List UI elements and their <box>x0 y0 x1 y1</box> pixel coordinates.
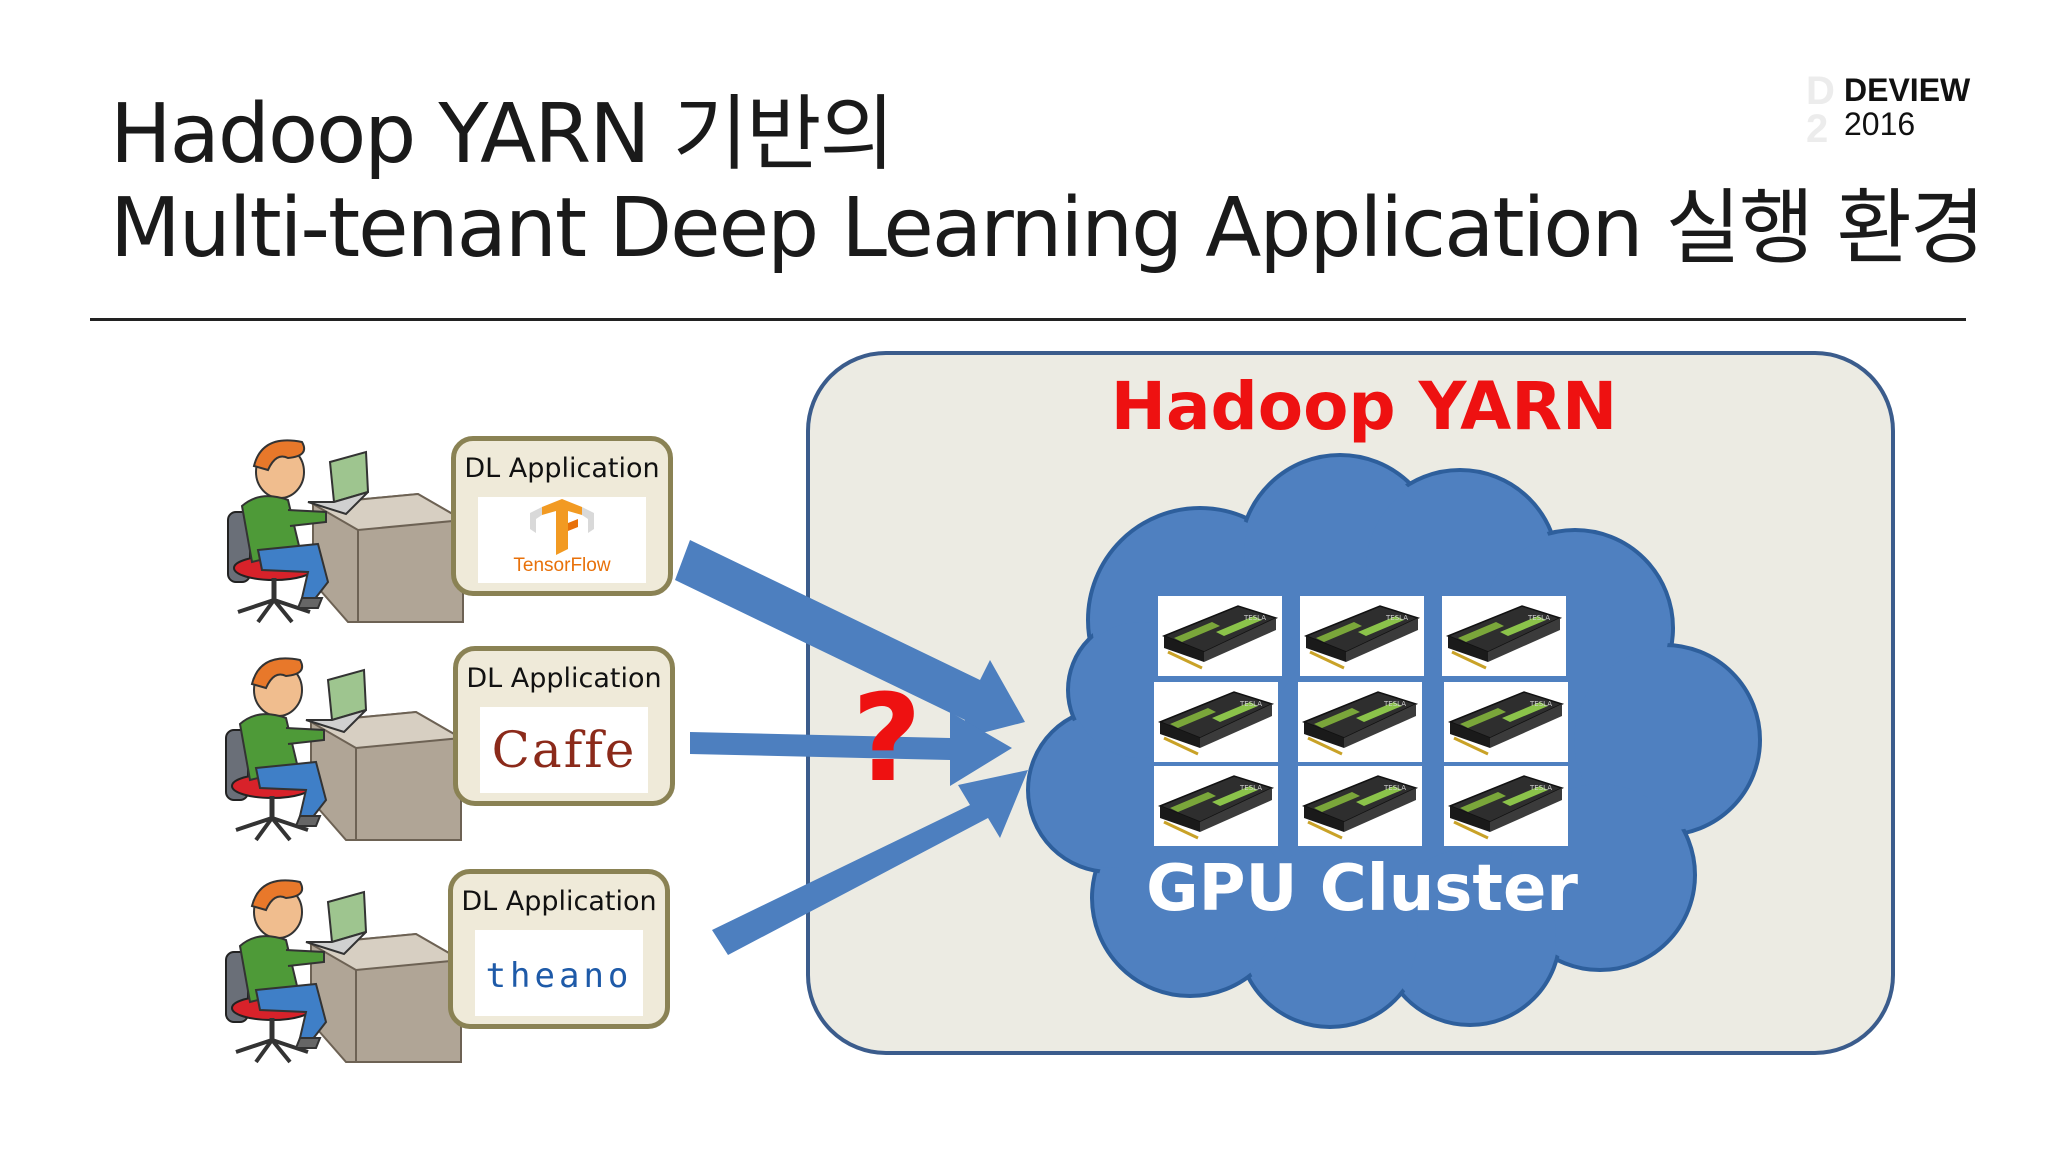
submission-arrows <box>675 540 1028 955</box>
logo-brand: DEVIEW <box>1844 72 1971 108</box>
gpu-card-icon <box>1442 680 1570 764</box>
title-line-2: Multi-tenant Deep Learning Application 실… <box>110 181 1985 276</box>
gpu-card-icon <box>1152 764 1280 848</box>
gpu-grid <box>1152 594 1570 848</box>
app-box-theano: DL Application theano <box>448 869 670 1029</box>
title-divider <box>90 318 1966 321</box>
app-box-caffe: DL Application Caffe <box>453 646 675 806</box>
app-label: DL Application <box>464 453 660 484</box>
slide-title: Hadoop YARN 기반의 Multi-tenant Deep Learni… <box>110 87 1985 276</box>
question-mark: ? <box>852 670 922 809</box>
caffe-logo: Caffe <box>480 707 648 793</box>
user-at-desk-icon <box>228 440 463 622</box>
gpu-cluster-label: GPU Cluster <box>1146 852 1578 926</box>
gpu-card-icon <box>1442 764 1570 848</box>
caffe-wordmark: Caffe <box>491 721 637 779</box>
gpu-card-icon <box>1298 594 1426 678</box>
title-line-1: Hadoop YARN 기반의 <box>110 87 895 182</box>
app-box-tensorflow: DL Application TensorFlow <box>451 436 673 596</box>
theano-wordmark: theano <box>485 956 633 996</box>
gpu-card-icon <box>1152 680 1280 764</box>
hadoop-yarn-label: Hadoop YARN <box>1110 368 1618 445</box>
gpu-card-icon <box>1440 594 1568 678</box>
logo-year: 2016 <box>1844 106 1916 142</box>
theano-logo: theano <box>475 930 643 1016</box>
app-label: DL Application <box>461 886 657 917</box>
gpu-card-icon <box>1156 594 1284 678</box>
app-label: DL Application <box>466 663 662 694</box>
tensorflow-wordmark: TensorFlow <box>513 555 611 576</box>
tensorflow-icon <box>530 499 594 555</box>
user-at-desk-icon <box>226 658 461 840</box>
arrow-top <box>675 540 1025 740</box>
gpu-card-icon <box>1296 680 1424 764</box>
gpu-card-icon <box>1296 764 1424 848</box>
tensorflow-logo: TensorFlow <box>478 497 646 583</box>
arrow-middle <box>690 712 1012 786</box>
user-at-desk-icon <box>226 880 461 1062</box>
arrow-bottom <box>712 770 1028 955</box>
